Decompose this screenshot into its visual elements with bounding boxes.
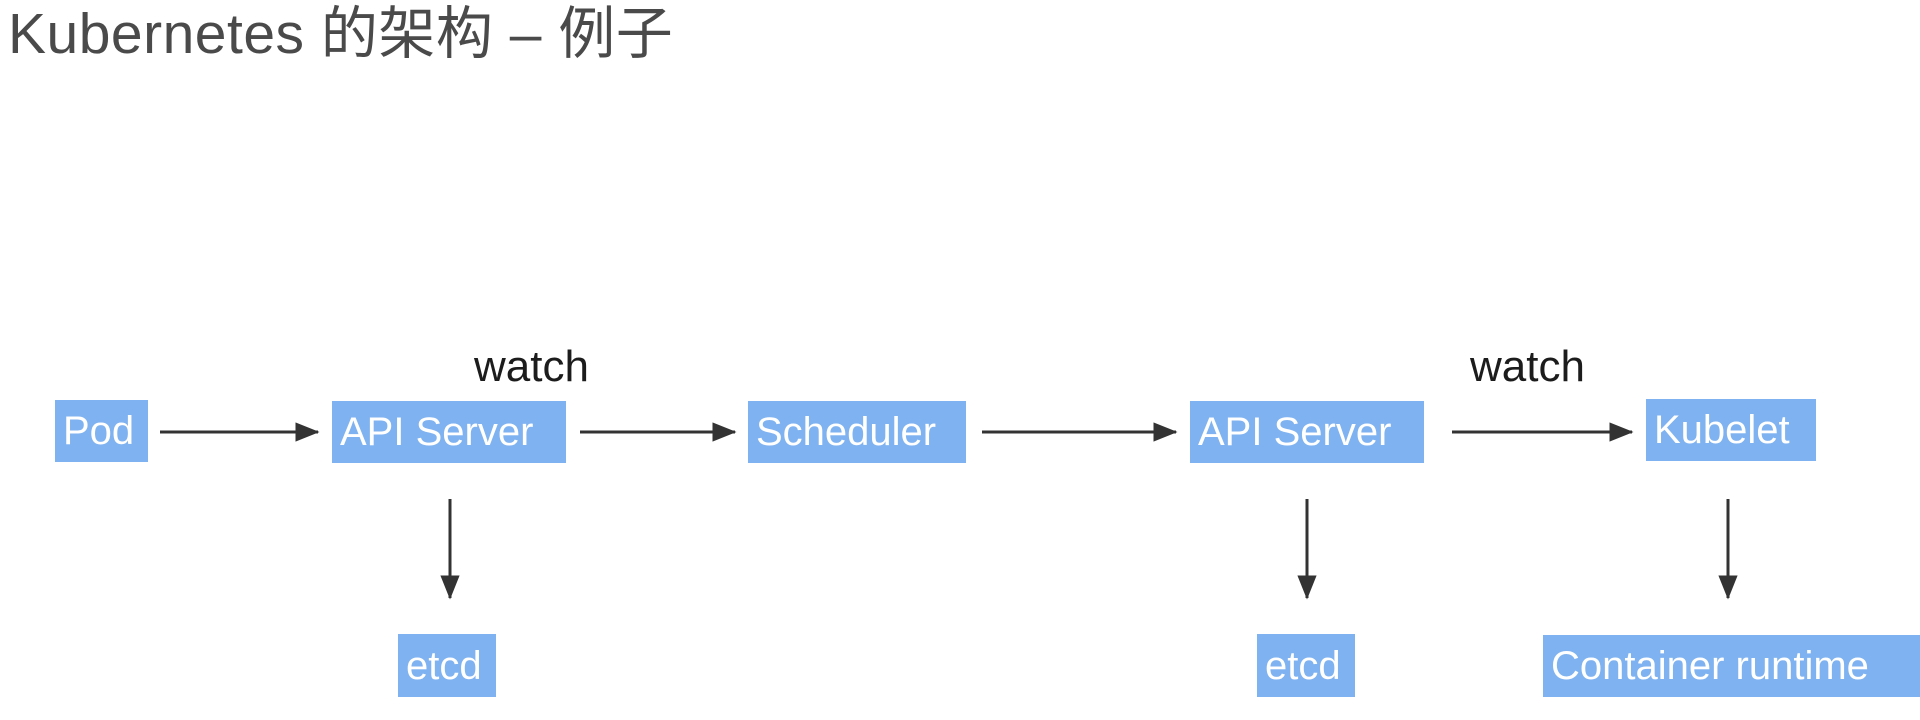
node-api-server-2[interactable]: API Server [1190, 401, 1424, 463]
node-api-server-1[interactable]: API Server [332, 401, 566, 463]
node-pod[interactable]: Pod [55, 400, 148, 462]
edge-label-watch-1: watch [474, 342, 589, 391]
edge-label-watch-2: watch [1470, 342, 1585, 391]
node-kubelet[interactable]: Kubelet [1646, 399, 1816, 461]
node-scheduler[interactable]: Scheduler [748, 401, 966, 463]
node-etcd-2[interactable]: etcd [1257, 634, 1355, 697]
page-title: Kubernetes 的架构 – 例子 [8, 2, 674, 66]
node-etcd-1[interactable]: etcd [398, 634, 496, 697]
node-container-runtime[interactable]: Container runtime [1543, 635, 1920, 697]
